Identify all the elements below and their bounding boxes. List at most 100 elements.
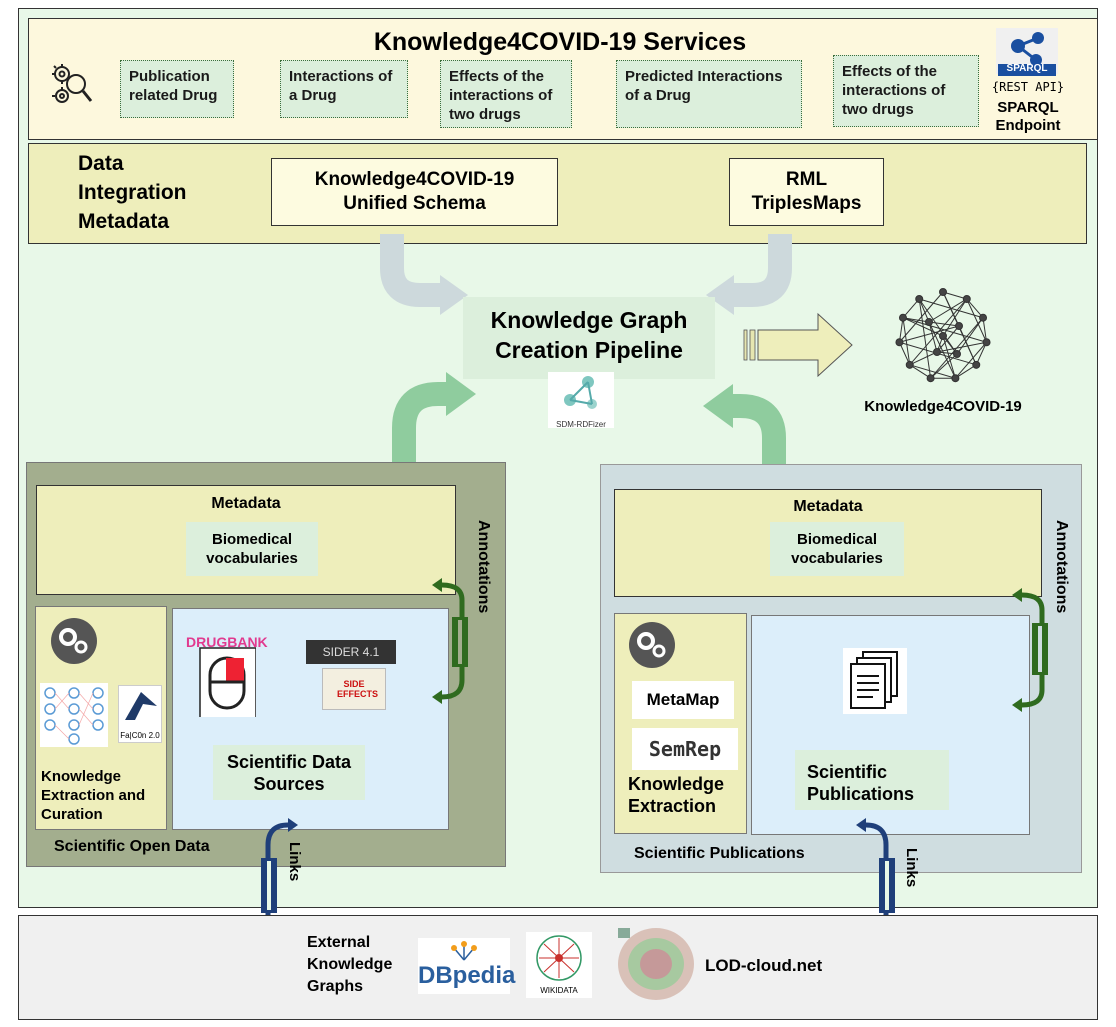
falcon-label: Fa|C0n 2.0 bbox=[120, 731, 160, 740]
kg-edge bbox=[928, 298, 968, 323]
side-effects-label: SIDE EFFECTS bbox=[337, 679, 379, 699]
kg-edge bbox=[928, 321, 938, 353]
kg-node bbox=[939, 332, 947, 340]
pub-gears-icon bbox=[628, 621, 676, 669]
neural-network-icon bbox=[40, 683, 108, 747]
semrep-label: SemRep bbox=[648, 737, 722, 761]
kg-edge bbox=[918, 298, 930, 323]
open-links-label: Links bbox=[286, 842, 303, 882]
falcon-logo bbox=[118, 685, 162, 743]
scientific-publications-box bbox=[795, 750, 949, 810]
sider-badge: SIDER 4.1 bbox=[306, 640, 396, 664]
kg-edge bbox=[930, 353, 958, 379]
knowledge-graph-network-icon bbox=[888, 287, 998, 385]
publications-to-pipeline-arrow bbox=[733, 394, 786, 470]
external-line3: Graphs bbox=[307, 978, 364, 995]
kg-edge bbox=[899, 291, 944, 343]
side-effects-scroll: SIDE EFFECTS bbox=[322, 668, 386, 710]
pubs-line1: Scientific bbox=[807, 762, 888, 782]
pipeline-line1: Knowledge Graph bbox=[490, 307, 688, 333]
sdm-rdfizer-logo bbox=[548, 372, 614, 428]
open-links-arrow-top bbox=[288, 818, 298, 832]
kg-edge bbox=[898, 342, 911, 366]
kg-edge bbox=[909, 351, 938, 366]
metamap-label: MetaMap bbox=[646, 690, 720, 709]
service-predicted-interactions: Predicted Interactions of a Drug bbox=[616, 60, 802, 128]
kg-edge bbox=[936, 325, 960, 353]
kg-node bbox=[955, 322, 963, 330]
kg-node bbox=[933, 348, 941, 356]
kg-edge bbox=[955, 341, 987, 379]
open-vocab-line2: vocabularies bbox=[206, 550, 298, 567]
dbpedia-label: DBpedia bbox=[418, 962, 516, 989]
pipeline-line2: Creation Pipeline bbox=[495, 337, 683, 363]
kg-node bbox=[953, 350, 961, 358]
kg-edge bbox=[909, 364, 931, 379]
kg-edge bbox=[918, 298, 932, 379]
open-data-metadata-label: Metadata bbox=[211, 495, 281, 512]
rml-line2: TriplesMaps bbox=[751, 193, 862, 214]
service-publication-related-drug: Publication related Drug bbox=[120, 60, 234, 118]
pub-annotations-label: Annotations bbox=[1053, 520, 1070, 614]
kg-edge bbox=[918, 298, 958, 355]
open-data-title: Scientific Open Data bbox=[54, 838, 210, 855]
lod-cloud-icon bbox=[616, 926, 696, 1002]
pub-vocab-line2: vocabularies bbox=[791, 550, 883, 567]
output-arrow-stripe-1 bbox=[743, 329, 748, 361]
semrep-logo: SemRep bbox=[632, 728, 738, 770]
gear-search-icon bbox=[48, 60, 94, 110]
kg-node bbox=[962, 294, 971, 303]
kg-edge bbox=[899, 325, 960, 343]
integration-label-3: Metadata bbox=[78, 210, 170, 233]
kg-edge bbox=[909, 364, 956, 379]
wikidata-logo bbox=[526, 932, 592, 998]
kg-edge bbox=[958, 325, 977, 366]
publications-arrow-head bbox=[703, 384, 733, 428]
services-title: Knowledge4COVID-19 Services bbox=[373, 28, 747, 56]
wikidata-label: WIKIDATA bbox=[540, 986, 578, 995]
open-annotation-arrow-top bbox=[432, 578, 442, 592]
open-extraction-line2: Extraction and bbox=[41, 787, 146, 804]
schema-arrow-head bbox=[440, 275, 468, 315]
kg-edge bbox=[956, 317, 984, 355]
kg-label: Knowledge4COVID-19 bbox=[864, 398, 1022, 415]
opendata-arrow-head bbox=[446, 372, 476, 416]
external-line1: External bbox=[307, 934, 371, 951]
kg-edge bbox=[919, 298, 984, 319]
sources-line1: Scientific Data bbox=[226, 751, 352, 772]
kg-node bbox=[972, 360, 981, 369]
open-annotation-arrow-bottom bbox=[432, 690, 442, 704]
rml-line1: RML bbox=[785, 169, 828, 190]
kg-node bbox=[905, 360, 914, 369]
pub-annotation-arrow-top bbox=[1012, 588, 1022, 602]
kg-node bbox=[982, 338, 991, 347]
unified-schema-line1: Knowledge4COVID-19 bbox=[314, 169, 515, 190]
integration-label-1: Data bbox=[78, 152, 124, 175]
sider-label: SIDER 4.1 bbox=[322, 645, 380, 659]
kg-edge bbox=[928, 321, 960, 327]
kg-edge bbox=[955, 364, 977, 379]
documents-icon bbox=[843, 648, 907, 714]
open-vocab-line1: Biomedical bbox=[211, 531, 293, 548]
dbpedia-logo bbox=[418, 938, 510, 994]
rml-triplesmaps-box: RML TriplesMaps bbox=[729, 158, 884, 226]
service-effects-interactions-two-drugs: Effects of the interactions of two drugs bbox=[440, 60, 572, 128]
open-data-vocabularies: Biomedical vocabularies bbox=[186, 522, 318, 576]
schema-to-pipeline-arrow bbox=[380, 234, 440, 307]
kg-edge bbox=[902, 317, 930, 323]
kg-node bbox=[895, 338, 904, 347]
kg-edge bbox=[966, 298, 988, 343]
kg-edge bbox=[942, 291, 967, 300]
sources-line2: Sources bbox=[253, 773, 325, 794]
kg-node bbox=[926, 374, 935, 383]
rml-to-pipeline-arrow bbox=[734, 234, 792, 307]
opendata-to-pipeline-arrow bbox=[392, 382, 446, 462]
kg-node bbox=[898, 313, 907, 322]
pub-annotation-arrow-bottom bbox=[1012, 698, 1022, 712]
kg-edge bbox=[898, 317, 904, 343]
external-line2: Knowledge bbox=[307, 956, 393, 973]
kg-edge bbox=[942, 298, 968, 337]
